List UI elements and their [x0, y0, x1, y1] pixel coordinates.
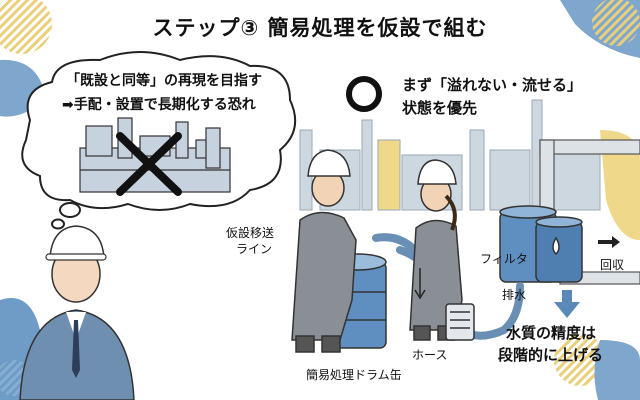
bubble-text-line2: ➡手配・設置で長期化する恐れ	[62, 97, 256, 113]
label-temp-line-2: ライン	[236, 242, 273, 256]
corner-decoration-bottom-right	[554, 334, 640, 400]
quality-text-line1: 水質の精度は	[506, 324, 597, 342]
label-filter: フィルタ	[480, 252, 528, 266]
label-drum: 簡易処理ドラム缶	[306, 368, 402, 382]
circle-ok-mark-icon	[346, 76, 382, 112]
worker-left	[291, 149, 357, 353]
label-recover: 回収	[600, 258, 625, 272]
manager-figure	[19, 225, 135, 400]
label-temp-line-1: 仮設移送	[226, 226, 275, 240]
bubble-text-line1: 「既設と同等」の再現を目指す	[66, 73, 262, 89]
arrow-down-icon	[414, 268, 426, 300]
worker-right	[409, 159, 463, 341]
label-hose: ホース	[412, 348, 448, 362]
arrow-right-icon	[598, 236, 620, 248]
priority-text-line2: 状態を優先	[402, 99, 478, 117]
corner-decoration-right	[600, 130, 640, 240]
cross-mark-icon	[116, 132, 182, 196]
pump-icon	[445, 303, 475, 341]
tanks	[499, 205, 583, 283]
priority-text-line1: まず「溢れない・流せる」	[402, 76, 583, 94]
corner-decoration-top-right	[560, 0, 640, 58]
page-title: ステップ③ 簡易処理を仮設で組む	[152, 16, 488, 40]
quality-text-line2: 段階的に上げる	[498, 346, 604, 364]
label-drain: 排水	[502, 288, 527, 302]
arrow-down-big-icon	[554, 290, 580, 318]
